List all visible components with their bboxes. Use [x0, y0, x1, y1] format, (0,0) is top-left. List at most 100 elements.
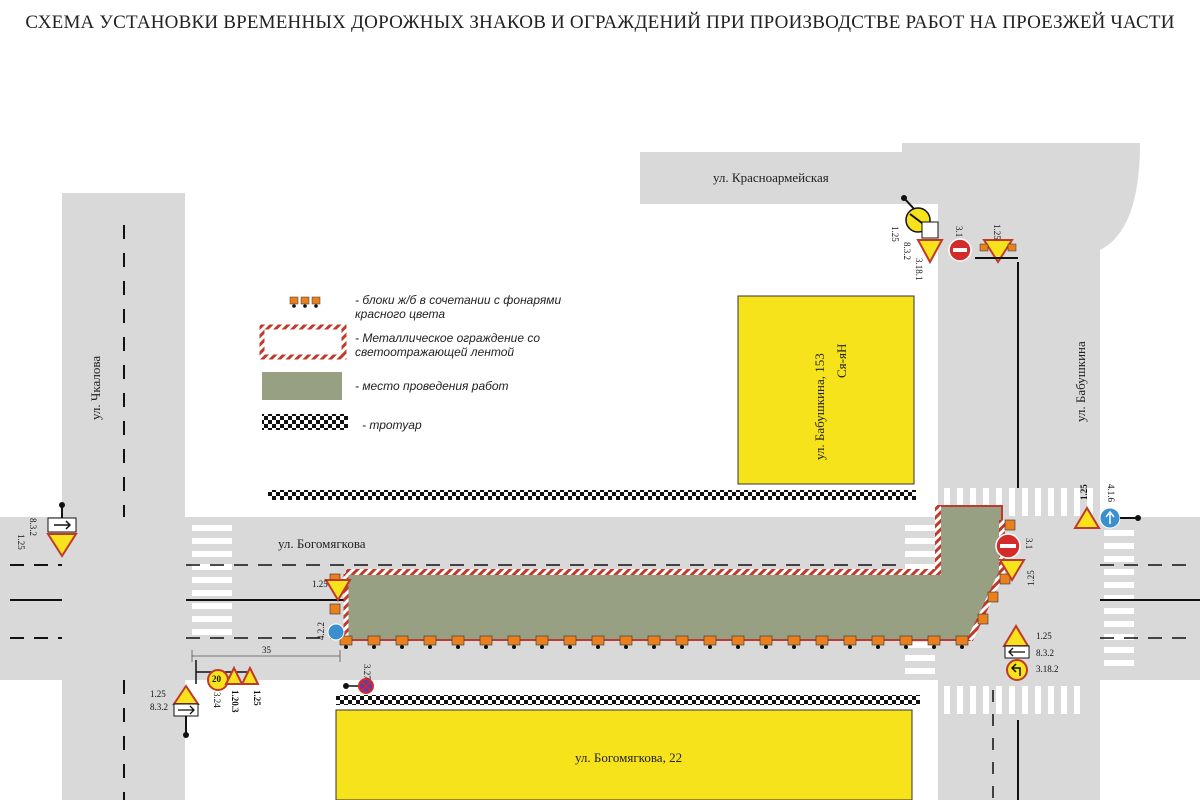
block	[395, 635, 409, 649]
sign-label-narrow: 1.20.3	[230, 690, 240, 713]
sign-label-se-2: 3.18.2	[1036, 664, 1059, 674]
block	[787, 635, 801, 649]
block	[479, 635, 493, 649]
block	[999, 573, 1011, 585]
block	[619, 635, 633, 649]
sign-label-e-noentry: 3.1	[1024, 538, 1034, 550]
building-north-line2: Ся-яН	[834, 343, 849, 378]
block	[591, 635, 605, 649]
sign-label-se-1: 8.3.2	[1036, 648, 1054, 658]
building-south-label: ул. Богомягкова, 22	[575, 750, 683, 765]
sign-keep-right	[327, 623, 345, 641]
sign-narrowing	[224, 665, 244, 685]
block	[899, 635, 913, 649]
sign-label-ne-roadworks: 1.25	[1079, 484, 1089, 500]
sign-label-noparking: 3.27	[362, 664, 372, 680]
block	[815, 635, 829, 649]
legend-sidewalk-text: - тротуар	[362, 418, 422, 432]
block	[423, 635, 437, 649]
sign-label-west-arrow: 4.2.2	[316, 622, 326, 640]
block	[871, 635, 885, 649]
legend-fence-icon	[259, 324, 347, 360]
sign-label-sw-roadworks: 1.25	[252, 690, 262, 706]
sign-group-entry	[324, 579, 352, 641]
sign-label-e-roadworks: 1.25	[1026, 570, 1036, 586]
sign-roadworks-ne	[1073, 506, 1101, 529]
sign-label-speed: 3.24	[212, 692, 222, 708]
diagram-title: СХЕМА УСТАНОВКИ ВРЕМЕННЫХ ДОРОЖНЫХ ЗНАКО…	[25, 12, 1175, 33]
block	[329, 603, 341, 615]
legend-workzone-text: - место проведения работ	[355, 379, 509, 393]
sign-roadworks-east	[998, 559, 1026, 582]
block	[451, 635, 465, 649]
sign-keep-left	[1006, 659, 1028, 681]
sign-label-sw-1: 8.3.2	[150, 702, 168, 712]
street-babushkina: ул. Бабушкина	[1073, 341, 1088, 422]
block	[339, 635, 353, 649]
crosswalk-north	[944, 488, 1093, 516]
sign-label-ne-arrow: 4.1.6	[1106, 484, 1116, 502]
lane-markings	[10, 225, 1200, 800]
sign-label-n-noentry: 3.1	[954, 226, 964, 238]
legend-blocks-text: - блоки ж/б в сочетании с фонарями красн…	[355, 293, 562, 321]
sign-label-west-0: 8.3.2	[28, 518, 38, 536]
sign-detour-plate	[921, 221, 939, 239]
sign-group-south	[343, 678, 374, 694]
sign-group-southwest	[172, 660, 260, 738]
legend-sidewalk-icon	[262, 414, 348, 430]
legend-workzone-icon	[262, 372, 342, 400]
block	[367, 635, 381, 649]
street-krasnoarmeyskaya: ул. Красноармейская	[713, 170, 829, 185]
sign-group-northeast	[1073, 506, 1141, 529]
building-bogomyagkova-22	[335, 709, 913, 800]
crosswalk-west	[192, 525, 232, 635]
legend-block-icon	[289, 296, 321, 308]
sign-label-nw-2: 3.18.1	[914, 258, 924, 281]
block	[927, 635, 941, 649]
sign-group-east	[995, 533, 1026, 582]
block	[535, 635, 549, 649]
block	[703, 635, 717, 649]
fence-north	[346, 506, 941, 575]
block	[1004, 519, 1016, 531]
sign-group-southeast	[1002, 624, 1030, 681]
block	[843, 635, 857, 649]
sign-label-nw-1: 8.3.2	[902, 242, 912, 260]
sign-label-sw-0: 1.25	[150, 689, 166, 699]
block	[507, 635, 521, 649]
block	[563, 635, 577, 649]
crosswalk-south	[944, 686, 1080, 714]
dimension-label: 35	[262, 645, 271, 655]
block	[675, 635, 689, 649]
sign-label-n-roadworks: 1.25	[992, 224, 1002, 240]
sign-roadworks-sw2	[240, 665, 260, 685]
building-babushkina-153	[737, 295, 915, 485]
sign-label-nw-0: 1.25	[890, 226, 900, 242]
sign-roadworks-entry	[324, 579, 352, 602]
block	[987, 591, 999, 603]
block	[955, 635, 969, 649]
sign-group-west	[46, 502, 78, 558]
sign-roadworks-north	[982, 239, 1014, 264]
road-krasnoarmeyskaya	[640, 152, 902, 204]
block	[759, 635, 773, 649]
sign-label-se-0: 1.25	[1036, 631, 1052, 641]
sign-roadworks-west	[46, 533, 78, 558]
sign-roadworks-triangle	[916, 239, 944, 265]
block	[977, 613, 989, 625]
sidewalk-south	[336, 695, 920, 705]
building-north-line1: ул. Бабушкина, 153	[812, 353, 827, 460]
block	[647, 635, 661, 649]
legend-fence-text: - Металлическое ограждение со светоотраж…	[355, 331, 541, 359]
sign-label-west-entry: 1.25	[312, 579, 328, 589]
legend-symbols	[259, 296, 348, 430]
sign-label-west-1: 1.25	[16, 534, 26, 550]
crosswalk-far-east	[1104, 530, 1134, 666]
sign-group-north	[901, 195, 1018, 265]
street-bogomyagkova: ул. Богомягкова	[278, 536, 366, 551]
sidewalk-north	[268, 490, 916, 500]
sign-label-speed-value: 20	[212, 674, 221, 684]
street-chkalova: ул. Чкалова	[88, 355, 103, 420]
block	[731, 635, 745, 649]
